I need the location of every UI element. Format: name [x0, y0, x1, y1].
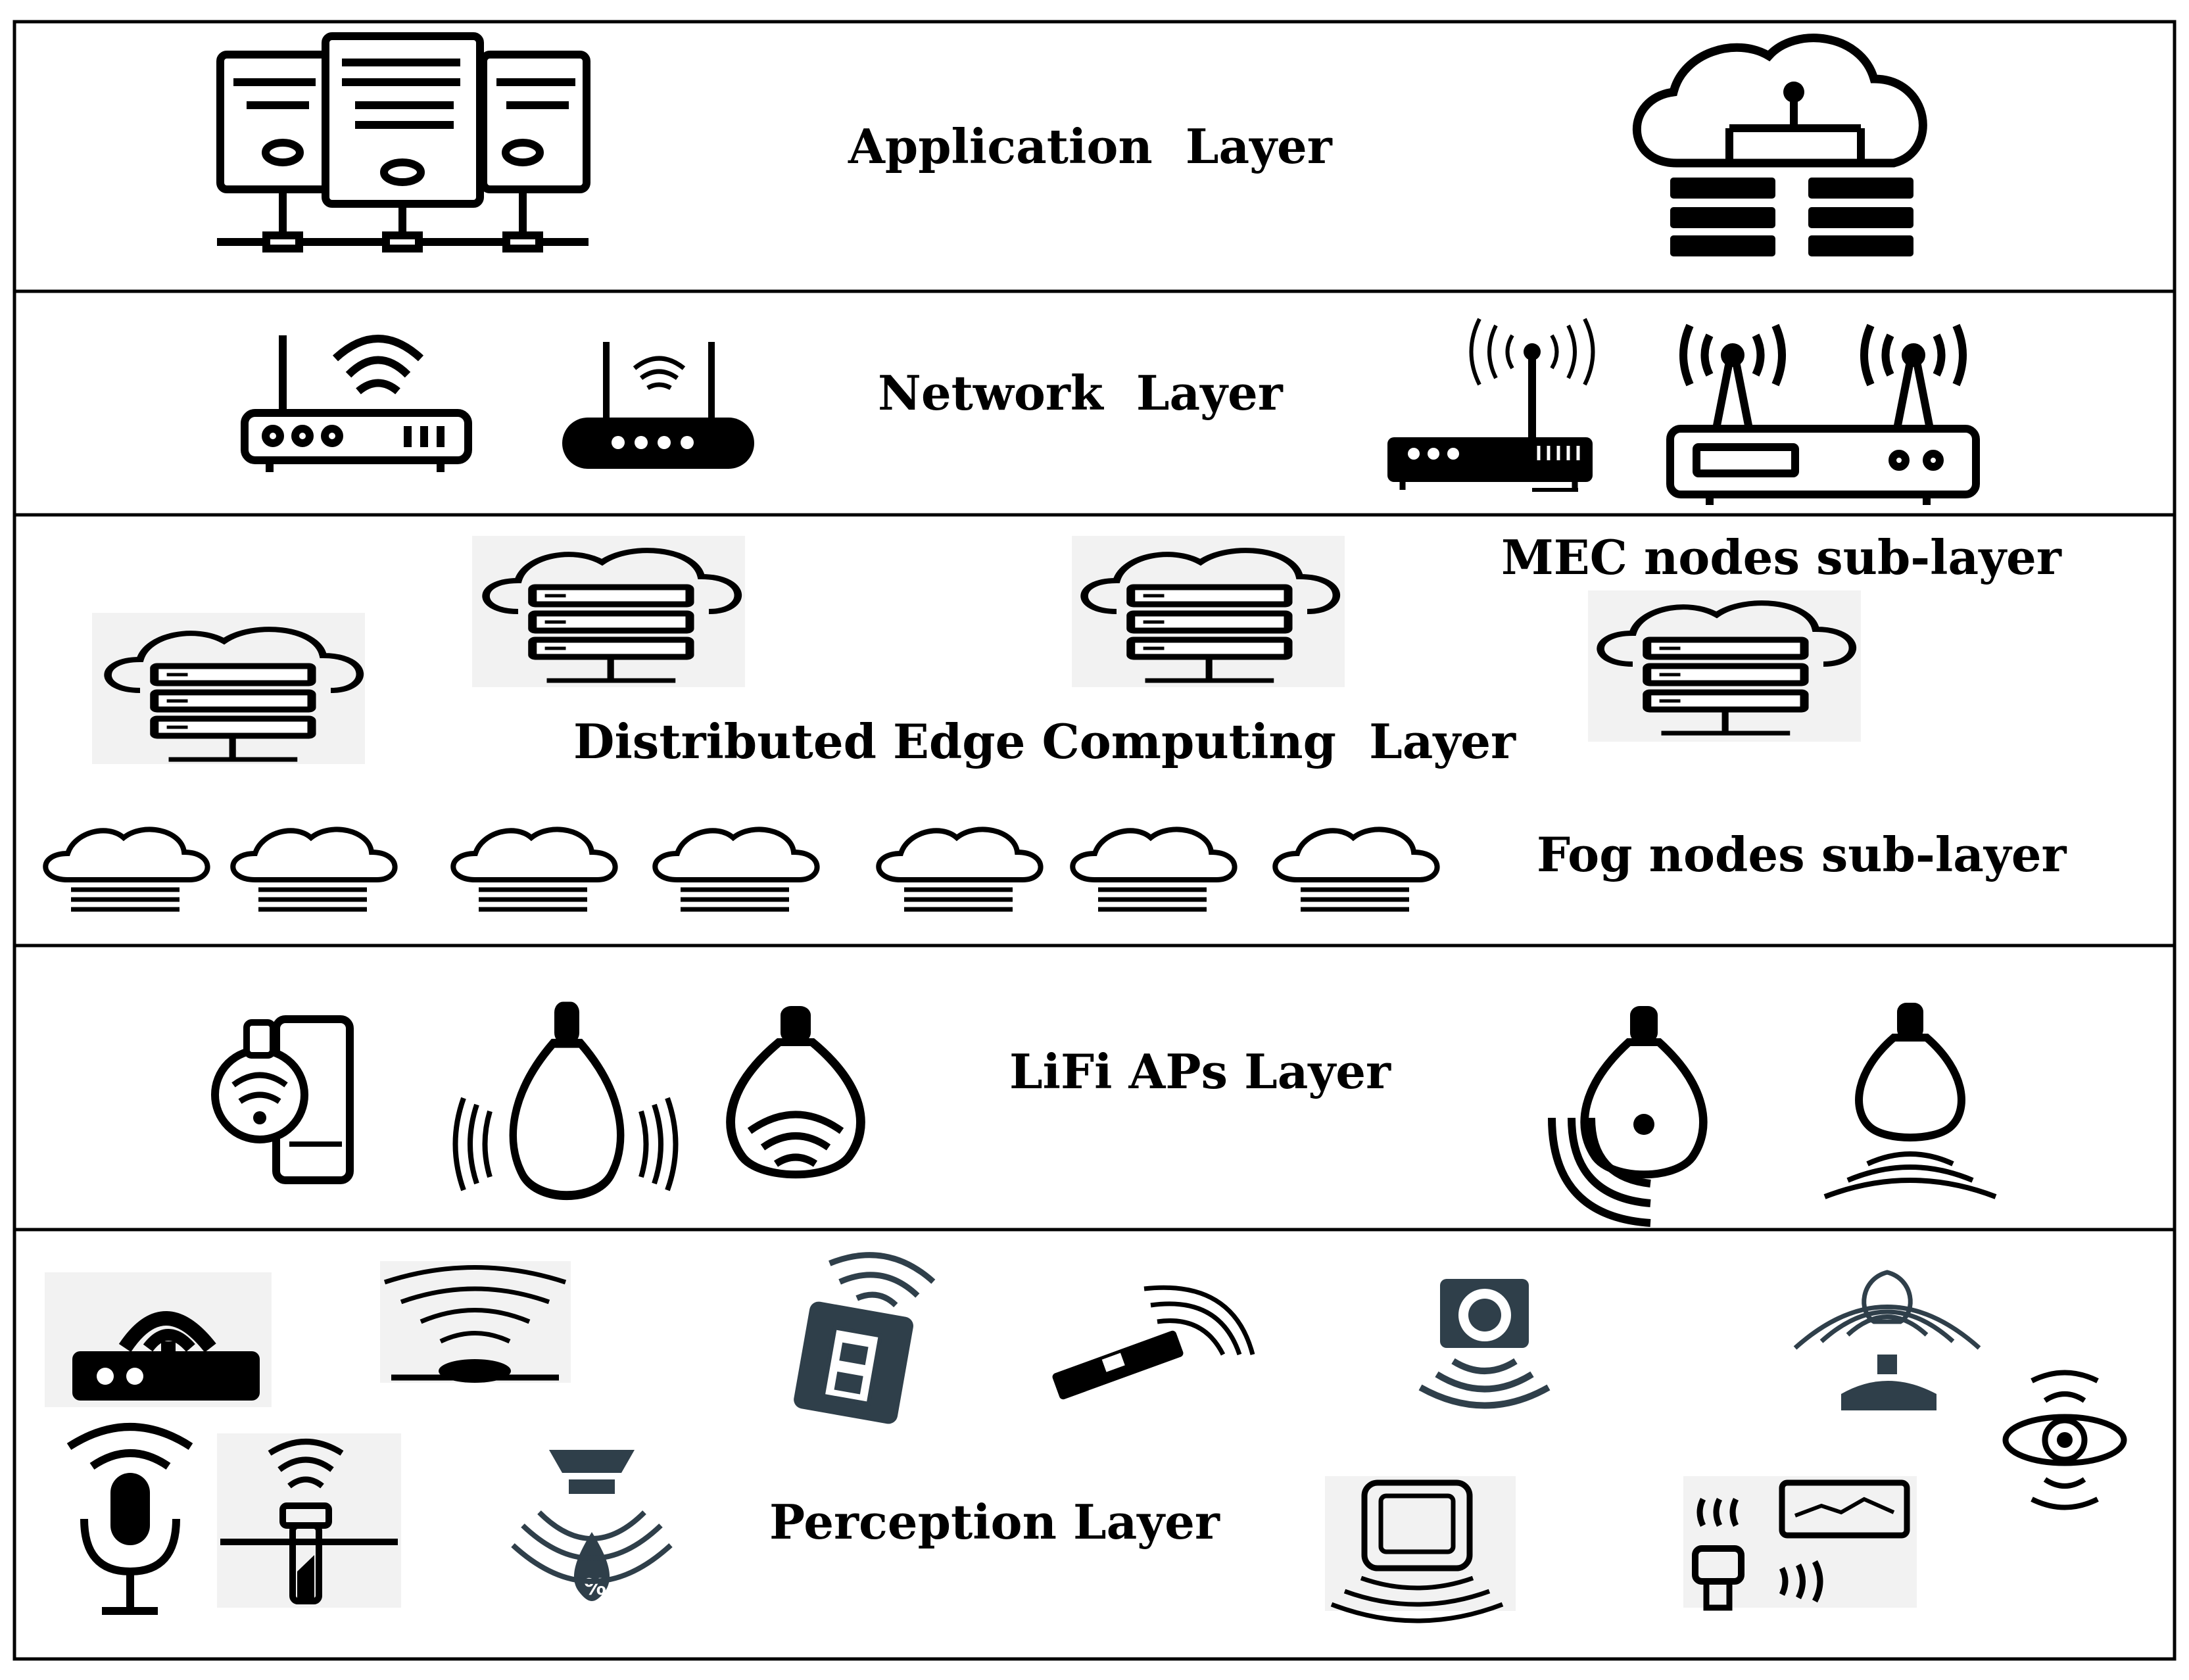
sensor-icon [1683, 1476, 1917, 1611]
application-layer-label: Application Layer [848, 118, 1333, 174]
broadcast-router-icon [1387, 318, 1595, 492]
mec-cloud-server-icon [472, 536, 745, 687]
router-icon [562, 342, 754, 469]
bulb-ground-signal-icon [1823, 1003, 1997, 1199]
sensor-icon [1325, 1476, 1516, 1623]
fog-cloud-icon [45, 829, 207, 909]
sensor-icon [66, 1423, 193, 1615]
dual-antenna-router-icon [1666, 324, 1980, 505]
sensor-icon [1793, 1270, 1981, 1410]
fog-cloud-icon [233, 829, 395, 909]
sensor-icon [45, 1272, 272, 1407]
cloud-server-icon [1632, 34, 1927, 256]
server-rack-icon [216, 32, 590, 252]
phone-bulb-icon [211, 1015, 354, 1184]
network-layer-label: Network Layer [878, 365, 1284, 421]
mec-cloud-server-icon [92, 613, 365, 764]
sensor-icon [217, 1433, 401, 1608]
sensor-icon [380, 1261, 571, 1383]
mec-cloud-server-icon [1072, 536, 1345, 687]
sensor-icon [794, 1252, 936, 1424]
fog-sublayer-label: Fog nodes sub-layer [1537, 827, 2067, 882]
bulb-corner-signal-icon [1548, 1006, 1703, 1227]
fog-cloud-icon [878, 829, 1040, 909]
fog-cloud-icon [1275, 829, 1437, 909]
bulb-vibrate-icon [452, 1002, 679, 1196]
sensor-icon [2002, 1370, 2127, 1510]
lifi-layer-label: LiFi APs Layer [1009, 1044, 1391, 1099]
fog-cloud-icon [1072, 829, 1234, 909]
sensor-icon [1052, 1285, 1255, 1400]
layer-borders [12, 20, 2177, 1661]
mec-cloud-server-icon [1588, 590, 1861, 742]
wifi-router-icon [241, 335, 472, 472]
mec-sublayer-label: MEC nodes sub-layer [1501, 529, 2062, 585]
sensor-icon [1418, 1279, 1551, 1409]
fog-cloud-icon [655, 829, 817, 909]
perception-layer-label: Perception Layer [769, 1494, 1220, 1550]
sensor-icon: % [511, 1450, 673, 1601]
bulb-signal-icon [731, 1006, 861, 1174]
fog-cloud-icon [453, 829, 615, 909]
edge-layer-label: Distributed Edge Computing Layer [573, 713, 1516, 769]
